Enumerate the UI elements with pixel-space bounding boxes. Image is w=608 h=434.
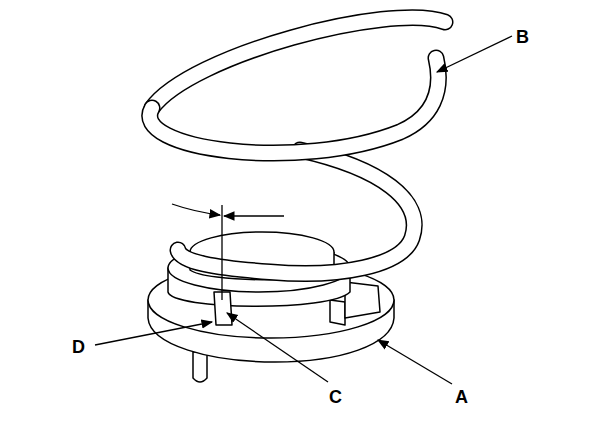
callout-letter: B: [516, 28, 529, 46]
callout-letter: C: [329, 388, 342, 406]
callout-letter: D: [72, 338, 85, 356]
callout-letter: A: [455, 388, 468, 406]
